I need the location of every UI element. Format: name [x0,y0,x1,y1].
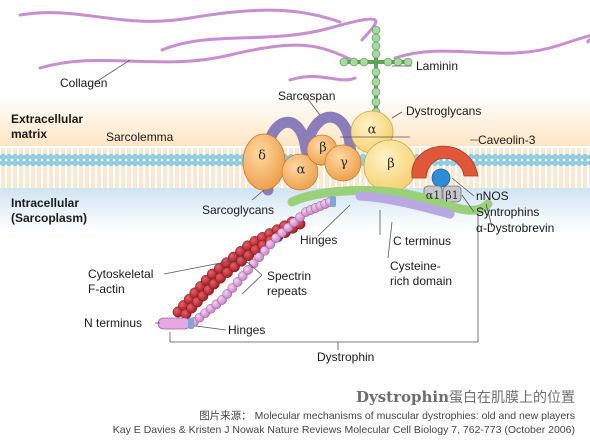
label-cytoskeletal: Cytoskeletal [88,267,153,281]
label-n-terminus: N terminus [84,316,142,330]
syntrophin-beta1 [442,185,462,203]
collagen-fibres [18,8,590,82]
label-cysteine-1: Cysteine- [390,259,441,273]
label-f-actin: F-actin [88,282,125,296]
figure-title: Dystrophin蛋白在肌膜上的位置 [356,388,575,406]
label-matrix: matrix [11,127,47,141]
dystrophin-bracket [169,214,479,343]
sarcoglycans [242,133,362,191]
label-collagen: Collagen [60,76,107,90]
hinge-bottom-marker [188,318,194,329]
spectrin-bead [265,239,276,250]
nnos-sphere [431,168,451,188]
glyph-dg-alpha: α [368,123,377,138]
label-sarcoglycans: Sarcoglycans [202,203,274,217]
title-main: Dystrophin [356,388,449,406]
caveolin-3 [411,145,479,179]
dystrobrevin [287,186,493,215]
label-c-terminus: C terminus [393,234,451,248]
leader-lines [95,59,493,331]
label-cysteine-2: rich domain [390,274,452,288]
label-dystrophin: Dystrophin [317,350,374,364]
label-dystroglycans: Dystroglycans [406,104,481,118]
dystrophin-cysteine-domain [355,191,455,219]
label-hinges-top: Hinges [300,233,337,247]
laminin [339,25,413,120]
glyph-syn-beta1: β1 [445,189,458,202]
spectrin-bead [254,252,265,263]
spectrin-bead [243,265,253,275]
title-cn: 蛋白在肌膜上的位置 [449,390,575,406]
label-caveolin: Caveolin-3 [478,133,536,147]
spectrin-bead [259,245,270,256]
glyph-dg-beta: β [387,157,395,172]
glyph-sg-gamma: γ [340,156,348,171]
caption-line2: Kay E Davies & Kristen J Nowak Nature Re… [113,424,575,436]
sarcoglycan-alpha [281,153,319,191]
label-nnos: nNOS [476,189,509,203]
label-intracellular: Intracellular [11,196,79,210]
hinge-top-marker [330,196,336,207]
glyph-sg-beta: β [319,141,327,156]
label-repeats: repeats [267,284,307,298]
label-spectrin: Spectrin [267,269,311,283]
caption-line1: 图片来源： Molecular mechanisms of muscular d… [199,409,575,422]
label-syntrophins: Syntrophins [476,205,539,219]
label-sarcospan: Sarcospan [278,89,335,103]
glyph-sg-delta: δ [258,149,266,164]
label-sarcoplasm: (Sarcoplasm) [11,211,87,225]
glyph-syn-alpha1: α1 [426,189,440,202]
label-dystrobrevin: α-Dystrobrevin [476,221,554,235]
label-extracellular: Extracellular [11,112,83,126]
spectrin-repeat-chain [189,197,335,327]
label-sarcolemma: Sarcolemma [106,130,174,144]
glyph-sg-alpha: α [297,163,306,178]
sarcoglycan-gamma [324,144,362,182]
dystroglycans [350,110,417,193]
label-hinges-bottom: Hinges [228,323,265,337]
actin-bead [221,267,233,278]
n-terminus-domain [157,317,191,330]
label-laminin: Laminin [416,59,458,73]
